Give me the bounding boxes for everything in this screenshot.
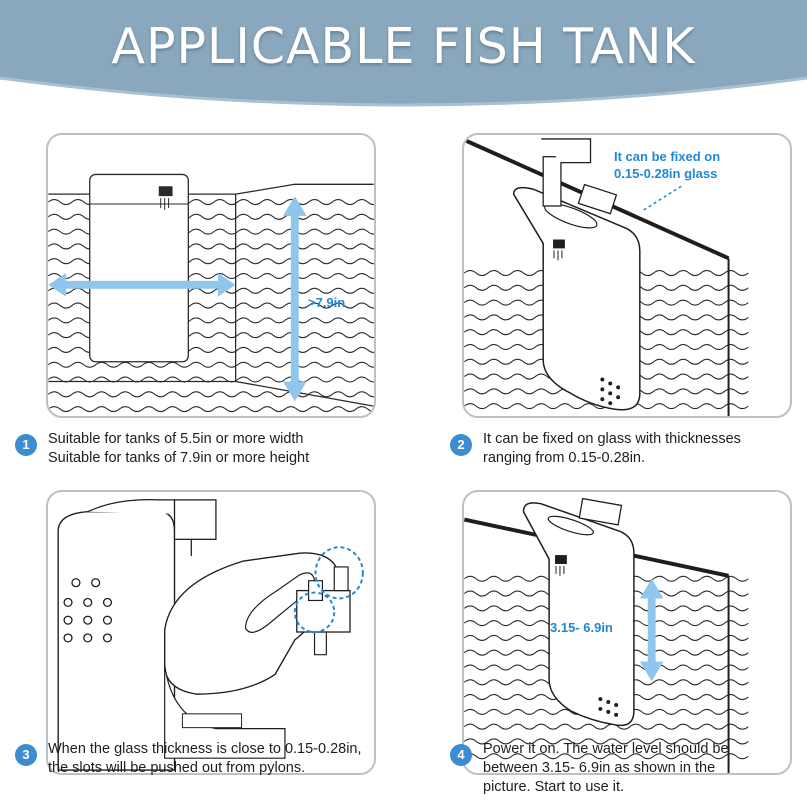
step-number-badge: 1 bbox=[15, 434, 37, 456]
caption-line: the slots will be pushed out from pylons… bbox=[48, 760, 306, 776]
wave-line bbox=[464, 723, 749, 730]
wave-line bbox=[48, 361, 374, 368]
step-number-badge: 3 bbox=[15, 744, 37, 766]
height-arrow bbox=[282, 196, 307, 402]
height-label: >7.9in bbox=[308, 295, 346, 310]
step-number-badge: 2 bbox=[450, 434, 472, 456]
water-level-label: 3.15- 6.9in bbox=[550, 620, 613, 635]
water-level-illustration bbox=[464, 497, 749, 773]
glass-note-line1: It can be fixed on bbox=[614, 149, 721, 164]
panel-glass-mount: It can be fixed on 0.15-0.28in glass bbox=[462, 133, 792, 418]
page-title: APPLICABLE FISH TANK bbox=[111, 18, 696, 75]
step-number-badge: 4 bbox=[450, 744, 472, 766]
panel-slots bbox=[46, 490, 376, 775]
faucet-icon bbox=[553, 239, 565, 261]
caption-line: Suitable for tanks of 7.9in or more heig… bbox=[48, 450, 310, 466]
header-banner bbox=[0, 0, 807, 107]
water-level-arrow bbox=[639, 578, 664, 682]
faucet-icon bbox=[555, 555, 567, 576]
glass-mount-illustration bbox=[464, 138, 749, 416]
wave-line bbox=[48, 376, 374, 383]
width-label: >5.5in bbox=[142, 287, 180, 302]
dimension-illustration bbox=[48, 173, 374, 413]
wave-line bbox=[48, 406, 374, 413]
wave-line bbox=[48, 391, 374, 398]
caption-line: between 3.15- 6.9in as shown in the bbox=[483, 760, 716, 776]
width-arrow bbox=[48, 273, 236, 297]
panel-water-level: 3.15- 6.9in bbox=[462, 490, 792, 775]
caption-line: ranging from 0.15-0.28in. bbox=[483, 450, 646, 466]
wave-line bbox=[464, 753, 749, 760]
caption-line: Suitable for tanks of 5.5in or more widt… bbox=[48, 431, 304, 447]
panel-dimensions: >5.5in >7.9in bbox=[46, 133, 376, 418]
vent-holes bbox=[600, 377, 621, 406]
caption-line: picture. Start to use it. bbox=[483, 779, 625, 795]
glass-note-line2: 0.15-0.28in glass bbox=[614, 166, 718, 181]
vent-holes bbox=[63, 578, 113, 643]
caption-line: It can be fixed on glass with thicknesse… bbox=[483, 431, 741, 447]
faucet-icon bbox=[158, 186, 173, 210]
caption-line: When the glass thickness is close to 0.1… bbox=[48, 741, 362, 757]
slots-illustration bbox=[57, 499, 364, 771]
caption-line: Power it on. The water level should be bbox=[483, 741, 729, 757]
vent-holes bbox=[598, 697, 619, 717]
wave-line bbox=[464, 738, 749, 745]
